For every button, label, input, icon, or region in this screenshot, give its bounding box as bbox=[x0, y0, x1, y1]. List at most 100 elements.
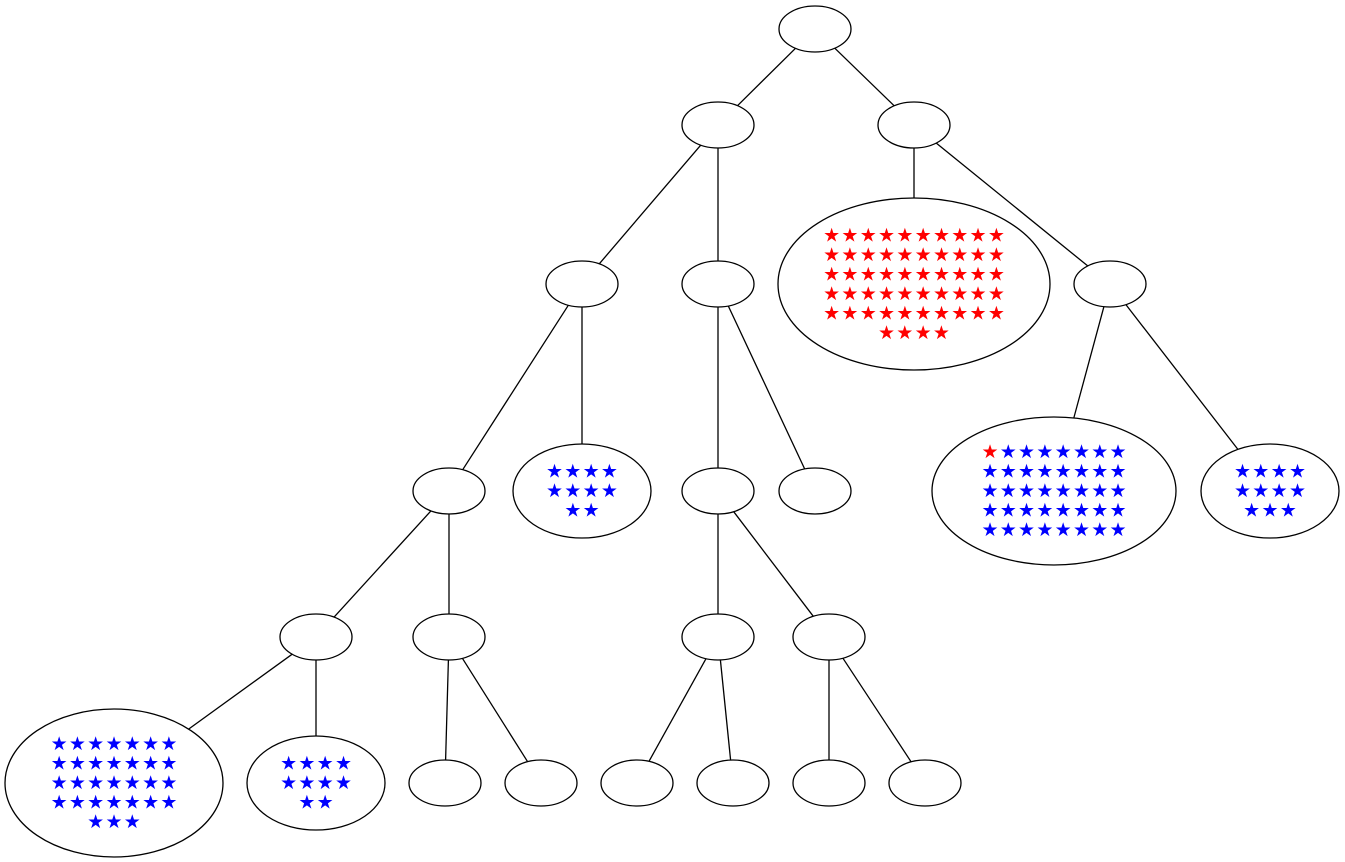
node-n1b2 bbox=[778, 467, 852, 515]
star-icon: ★ bbox=[87, 811, 104, 833]
star-icon: ★ bbox=[860, 283, 877, 305]
node-n2 bbox=[877, 101, 951, 149]
node-n2b1: ★★★★★★★★★★★★★★★★★★★★★★★★★★★★★★★★★★★★★★★★ bbox=[931, 416, 1177, 566]
star-icon: ★ bbox=[87, 753, 104, 775]
star-icon: ★ bbox=[1109, 461, 1126, 483]
node-ellipse bbox=[696, 759, 770, 807]
node-n1a bbox=[545, 260, 619, 308]
node-ellipse bbox=[512, 443, 652, 539]
node-n1b1a1 bbox=[600, 759, 674, 807]
edge-n1a1a-n1a1a1 bbox=[188, 653, 293, 730]
star-icon: ★ bbox=[915, 244, 932, 266]
star-icon: ★ bbox=[124, 733, 141, 755]
star-icon: ★ bbox=[87, 733, 104, 755]
star-icon: ★ bbox=[564, 461, 581, 483]
star-icon: ★ bbox=[988, 302, 1005, 324]
star-icon: ★ bbox=[51, 792, 68, 814]
star-icon: ★ bbox=[896, 302, 913, 324]
star-icon: ★ bbox=[1000, 461, 1017, 483]
star-icon: ★ bbox=[951, 263, 968, 285]
star-icon: ★ bbox=[280, 753, 297, 775]
star-icon: ★ bbox=[896, 283, 913, 305]
star-icon: ★ bbox=[981, 441, 998, 463]
star-icon: ★ bbox=[1234, 461, 1251, 483]
star-icon: ★ bbox=[878, 224, 895, 246]
edge-n2b-n2b2 bbox=[1125, 304, 1239, 450]
node-n1b1a2 bbox=[696, 759, 770, 807]
star-icon: ★ bbox=[915, 322, 932, 344]
node-n2b bbox=[1073, 260, 1147, 308]
node-ellipse bbox=[246, 735, 386, 831]
star-icon: ★ bbox=[1036, 500, 1053, 522]
node-n1a1b2 bbox=[504, 759, 578, 807]
star-icon: ★ bbox=[823, 263, 840, 285]
star-icon: ★ bbox=[1073, 500, 1090, 522]
node-ellipse bbox=[600, 759, 674, 807]
star-icon: ★ bbox=[878, 263, 895, 285]
node-ellipse bbox=[4, 708, 224, 858]
star-icon: ★ bbox=[1252, 480, 1269, 502]
star-icon: ★ bbox=[546, 461, 563, 483]
star-icon: ★ bbox=[1289, 461, 1306, 483]
star-icon: ★ bbox=[823, 244, 840, 266]
node-ellipse bbox=[545, 260, 619, 308]
star-icon: ★ bbox=[1252, 461, 1269, 483]
star-icon: ★ bbox=[951, 224, 968, 246]
node-ellipse bbox=[877, 101, 951, 149]
node-n1a1 bbox=[412, 467, 486, 515]
node-n1a1a2: ★★★★★★★★★★ bbox=[246, 735, 386, 831]
star-icon: ★ bbox=[335, 772, 352, 794]
node-n1b1 bbox=[681, 467, 755, 515]
star-icon: ★ bbox=[988, 224, 1005, 246]
edge-n1b1a-n1b1a1 bbox=[648, 658, 707, 762]
node-ellipse bbox=[778, 5, 852, 53]
star-icon: ★ bbox=[1234, 480, 1251, 502]
star-icon: ★ bbox=[583, 461, 600, 483]
star-icon: ★ bbox=[564, 480, 581, 502]
star-icon: ★ bbox=[1055, 500, 1072, 522]
node-ellipse bbox=[777, 197, 1051, 371]
star-icon: ★ bbox=[1036, 441, 1053, 463]
star-icon: ★ bbox=[1036, 461, 1053, 483]
node-n1b bbox=[681, 260, 755, 308]
star-icon: ★ bbox=[841, 224, 858, 246]
star-icon: ★ bbox=[1055, 480, 1072, 502]
star-icon: ★ bbox=[896, 322, 913, 344]
star-icon: ★ bbox=[1091, 519, 1108, 541]
star-icon: ★ bbox=[915, 263, 932, 285]
star-icon: ★ bbox=[105, 733, 122, 755]
star-icon: ★ bbox=[1018, 500, 1035, 522]
node-n2a: ★★★★★★★★★★★★★★★★★★★★★★★★★★★★★★★★★★★★★★★★… bbox=[777, 197, 1051, 371]
star-icon: ★ bbox=[981, 500, 998, 522]
star-icon: ★ bbox=[142, 772, 159, 794]
star-icon: ★ bbox=[105, 792, 122, 814]
star-icon: ★ bbox=[69, 753, 86, 775]
star-icon: ★ bbox=[51, 772, 68, 794]
node-n1 bbox=[681, 101, 755, 149]
node-ellipse bbox=[412, 613, 486, 661]
star-icon: ★ bbox=[546, 480, 563, 502]
star-icon: ★ bbox=[583, 500, 600, 522]
star-icon: ★ bbox=[988, 283, 1005, 305]
star-icon: ★ bbox=[823, 224, 840, 246]
star-icon: ★ bbox=[51, 753, 68, 775]
star-icon: ★ bbox=[1109, 519, 1126, 541]
star-icon: ★ bbox=[878, 283, 895, 305]
star-icon: ★ bbox=[841, 302, 858, 324]
star-icon: ★ bbox=[896, 224, 913, 246]
star-icon: ★ bbox=[1109, 480, 1126, 502]
node-ellipse bbox=[504, 759, 578, 807]
star-icon: ★ bbox=[1055, 441, 1072, 463]
node-ellipse bbox=[681, 260, 755, 308]
star-icon: ★ bbox=[298, 753, 315, 775]
star-icon: ★ bbox=[860, 302, 877, 324]
node-n1a1a1: ★★★★★★★★★★★★★★★★★★★★★★★★★★★★★★★ bbox=[4, 708, 224, 858]
node-n1b1b2 bbox=[888, 759, 962, 807]
edge-n1b1b-n1b1b2 bbox=[842, 657, 912, 763]
star-icon: ★ bbox=[878, 302, 895, 324]
star-icon: ★ bbox=[1261, 500, 1278, 522]
star-icon: ★ bbox=[1036, 480, 1053, 502]
edge-n2b-n2b1 bbox=[1073, 306, 1105, 419]
node-ellipse bbox=[792, 759, 866, 807]
